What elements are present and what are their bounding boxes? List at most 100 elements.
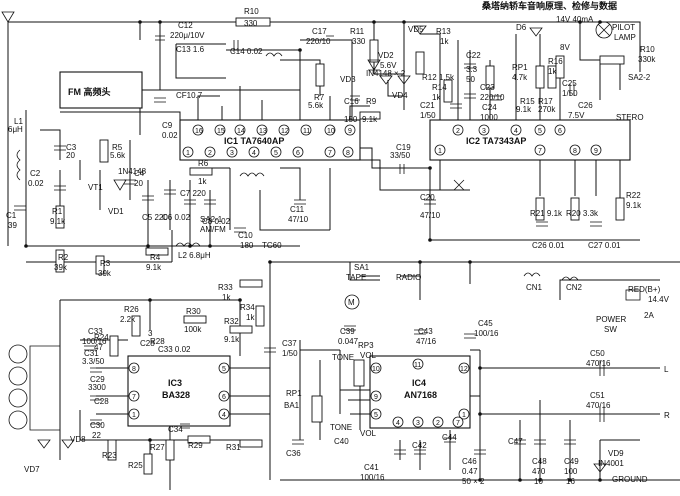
r33-label: R33 [218, 283, 233, 292]
component-labels: R10 330 C12 220μ/10V C13 1.6 C14 0.02 C1… [6, 7, 656, 486]
vd9-label: VD9 [608, 449, 624, 458]
c50-value: 470/16 [586, 359, 611, 368]
r27-label: R27 [150, 443, 165, 452]
c39-value: 0.047 [338, 337, 359, 346]
c9-value: 0.02 [162, 131, 178, 140]
c26-value: 7.5V [568, 111, 585, 120]
ic4-pin: 10 [372, 366, 380, 373]
r13-value: 1k [440, 37, 449, 46]
cf-label: CF10.7 [176, 91, 203, 100]
c27-label: C27 0.01 [588, 241, 621, 250]
ic2-label: IC2 TA7343AP [466, 136, 526, 146]
tape-label: TAPE [346, 273, 366, 282]
c1-value: 39 [8, 221, 17, 230]
c17-label: C17 [312, 27, 327, 36]
c33b-label: C33 0.02 [158, 345, 191, 354]
c42-label: C42 [412, 441, 427, 450]
c33-value: 100/16 [82, 337, 107, 346]
c14-label: C14 0.02 [230, 47, 263, 56]
sa2-2-label: SA2-2 [628, 73, 651, 82]
c10-value: 180 [240, 241, 254, 250]
ic4-pin: 4 [396, 420, 400, 427]
left-out-label: L [664, 365, 669, 374]
ic4-pin: 9 [374, 394, 378, 401]
ground-label: GROUND [612, 475, 648, 484]
ic4-pins: 10 9 5 11 12 1 4 3 2 7 [370, 358, 470, 428]
ic1-pin: 7 [328, 150, 332, 157]
ic4-pin: 1 [462, 412, 466, 419]
r4-label: R4 [150, 253, 161, 262]
r17-value: 270k [538, 105, 556, 114]
r5-value: 5.6k [110, 151, 126, 160]
ic3-pins: 8 7 1 5 6 4 [128, 362, 230, 420]
c33-label: C33 [88, 327, 103, 336]
c31-label: C31 [84, 349, 99, 358]
c47-label: C47 [508, 437, 523, 446]
l1-value: 6μH [8, 125, 23, 134]
ic3-pin: 4 [222, 412, 226, 419]
c22-label: C22 [466, 51, 481, 60]
r22-value: 9.1k [626, 201, 642, 210]
r15-label: R15 [520, 97, 535, 106]
r26-value: 2.2k [120, 315, 136, 324]
r32-value: 9.1k [224, 335, 240, 344]
c25-value: 1/50 [562, 89, 578, 98]
stereo-label: STERO [616, 113, 644, 122]
ic2-pins: 2 3 4 5 6 1 7 8 9 [434, 124, 602, 156]
ic4-pin: 11 [414, 362, 421, 369]
doc-title: 桑塔纳轿车音响原理、检修与数据 [481, 0, 617, 11]
sa2-1-label: SA2-1 [200, 215, 223, 224]
supply-8v: 8V [560, 43, 570, 52]
ic1-pin: 15 [217, 128, 225, 135]
r7-value: 5.6k [308, 101, 324, 110]
c12-value: 220μ/10V [170, 31, 205, 40]
c30-value: 22 [92, 431, 101, 440]
c45-label: C45 [478, 319, 493, 328]
c26b-label: C26 0.01 [532, 241, 565, 250]
c17-value: 220/10 [306, 37, 331, 46]
r22-label: R22 [626, 191, 641, 200]
ic2-pin: 8 [573, 148, 577, 155]
c46-volt: 50 × 2 [462, 477, 485, 486]
c11-label: C11 [290, 205, 305, 214]
c29-value: 3300 [88, 383, 106, 392]
ic1-pin: 8 [346, 150, 350, 157]
r10-value: 330 [244, 19, 258, 28]
r33-value: 1k [222, 293, 231, 302]
c22-value: 3.3 [466, 65, 478, 74]
r1-value: 9.1k [50, 217, 66, 226]
capacitor-plates [14, 35, 605, 455]
c13-label: C13 1.6 [176, 45, 205, 54]
ic1-pin: 13 [259, 128, 267, 135]
r15-value: 9.1k [516, 105, 532, 114]
ic4-pin: 12 [460, 366, 468, 373]
ic4-pin: 7 [456, 420, 460, 427]
ba1-label: BA1 [284, 401, 300, 410]
rp1b-label: RP1 [512, 63, 528, 72]
l1-label: L1 [14, 117, 23, 126]
tc60-label: TC60 [262, 241, 282, 250]
r14-label: R14 [432, 83, 447, 92]
pilot-label: PILOT [612, 23, 635, 32]
c48-value: 470 [532, 467, 546, 476]
r1-label: R1 [52, 207, 63, 216]
r11-value: 330 [352, 37, 366, 46]
power-label: POWER [596, 315, 626, 324]
r13-label: R13 [436, 27, 451, 36]
ic3-part: BA328 [162, 390, 190, 400]
r6-value: 1k [198, 177, 207, 186]
ic3-pin: 1 [132, 412, 136, 419]
c41-label: C41 [364, 463, 379, 472]
c28-label: C28 [140, 339, 155, 348]
vd8-label: VD8 [70, 435, 86, 444]
c19-value: 33/50 [390, 151, 411, 160]
r11-label: R11 [350, 27, 365, 36]
c22-volt: 50 [466, 75, 475, 84]
ic2-pin: 3 [482, 128, 486, 135]
r24-value: 47 [94, 343, 103, 352]
c49-volt: 16 [566, 477, 575, 486]
vd9-value: IN4001 [598, 459, 624, 468]
cn1-label: CN1 [526, 283, 543, 292]
ic1-label: IC1 TA7640AP [224, 136, 284, 146]
